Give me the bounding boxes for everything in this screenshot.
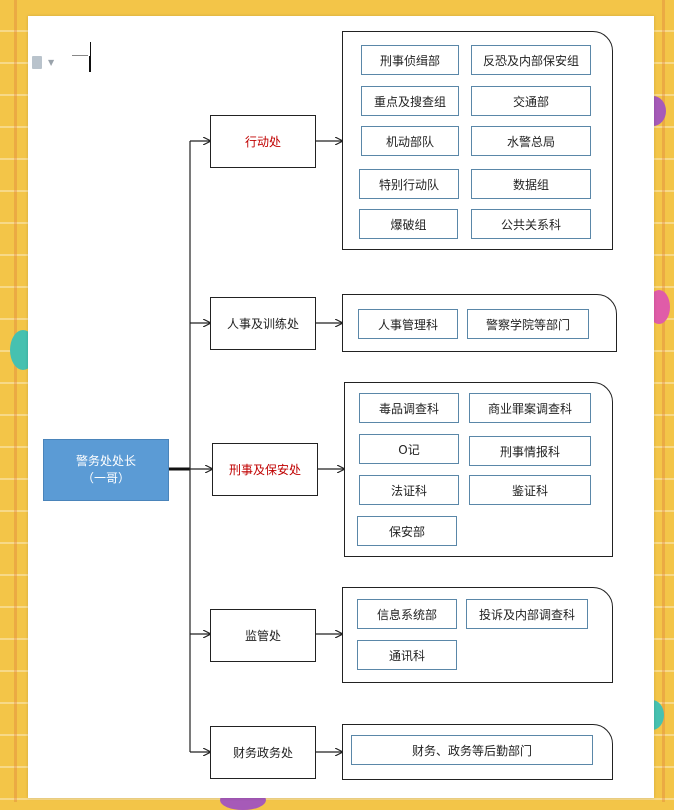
unit-node: 刑事侦缉部 xyxy=(361,45,459,75)
background-stripe xyxy=(662,0,665,802)
unit-node: 公共关系科 xyxy=(471,209,591,239)
text-cursor-icon xyxy=(72,55,88,56)
root-node: 警务处处长 （一哥） xyxy=(43,439,169,501)
background-stripe xyxy=(14,0,17,802)
unit-node: 刑事情报科 xyxy=(469,436,591,466)
unit-node: 毒品调查科 xyxy=(359,393,459,423)
unit-node: 反恐及内部保安组 xyxy=(471,45,591,75)
unit-node: 警察学院等部门 xyxy=(467,309,589,339)
unit-node: 人事管理科 xyxy=(358,309,458,339)
unit-node: 数据组 xyxy=(471,169,591,199)
text-cursor-icon xyxy=(89,42,90,56)
unit-node: 水警总局 xyxy=(471,126,591,156)
unit-node: 商业罪案调查科 xyxy=(469,393,591,423)
unit-node: 鉴证科 xyxy=(469,475,591,505)
unit-node: 财务、政务等后勤部门 xyxy=(351,735,593,765)
root-subtitle: （一哥） xyxy=(81,471,130,485)
unit-node: 机动部队 xyxy=(361,126,459,156)
unit-node: 交通部 xyxy=(471,86,591,116)
unit-node: 特别行动队 xyxy=(359,169,459,199)
unit-node: 通讯科 xyxy=(357,640,457,670)
dept-node: 行动处 xyxy=(210,115,316,168)
dept-node: 财务政务处 xyxy=(210,726,316,779)
unit-node: 爆破组 xyxy=(359,209,458,239)
dept-node: 监管处 xyxy=(210,609,316,662)
document-icon[interactable] xyxy=(32,56,42,69)
root-title: 警务处处长 xyxy=(75,454,136,468)
dept-node: 人事及训练处 xyxy=(210,297,316,350)
unit-node: 投诉及内部调查科 xyxy=(466,599,588,629)
unit-node: 重点及搜查组 xyxy=(361,86,459,116)
unit-node: 保安部 xyxy=(357,516,457,546)
unit-node: O记 xyxy=(359,434,459,464)
dept-node: 刑事及保安处 xyxy=(212,443,318,496)
text-cursor-icon xyxy=(89,42,91,72)
unit-node: 法证科 xyxy=(359,475,459,505)
dropdown-caret-icon[interactable]: ▼ xyxy=(48,58,55,67)
unit-node: 信息系统部 xyxy=(357,599,457,629)
